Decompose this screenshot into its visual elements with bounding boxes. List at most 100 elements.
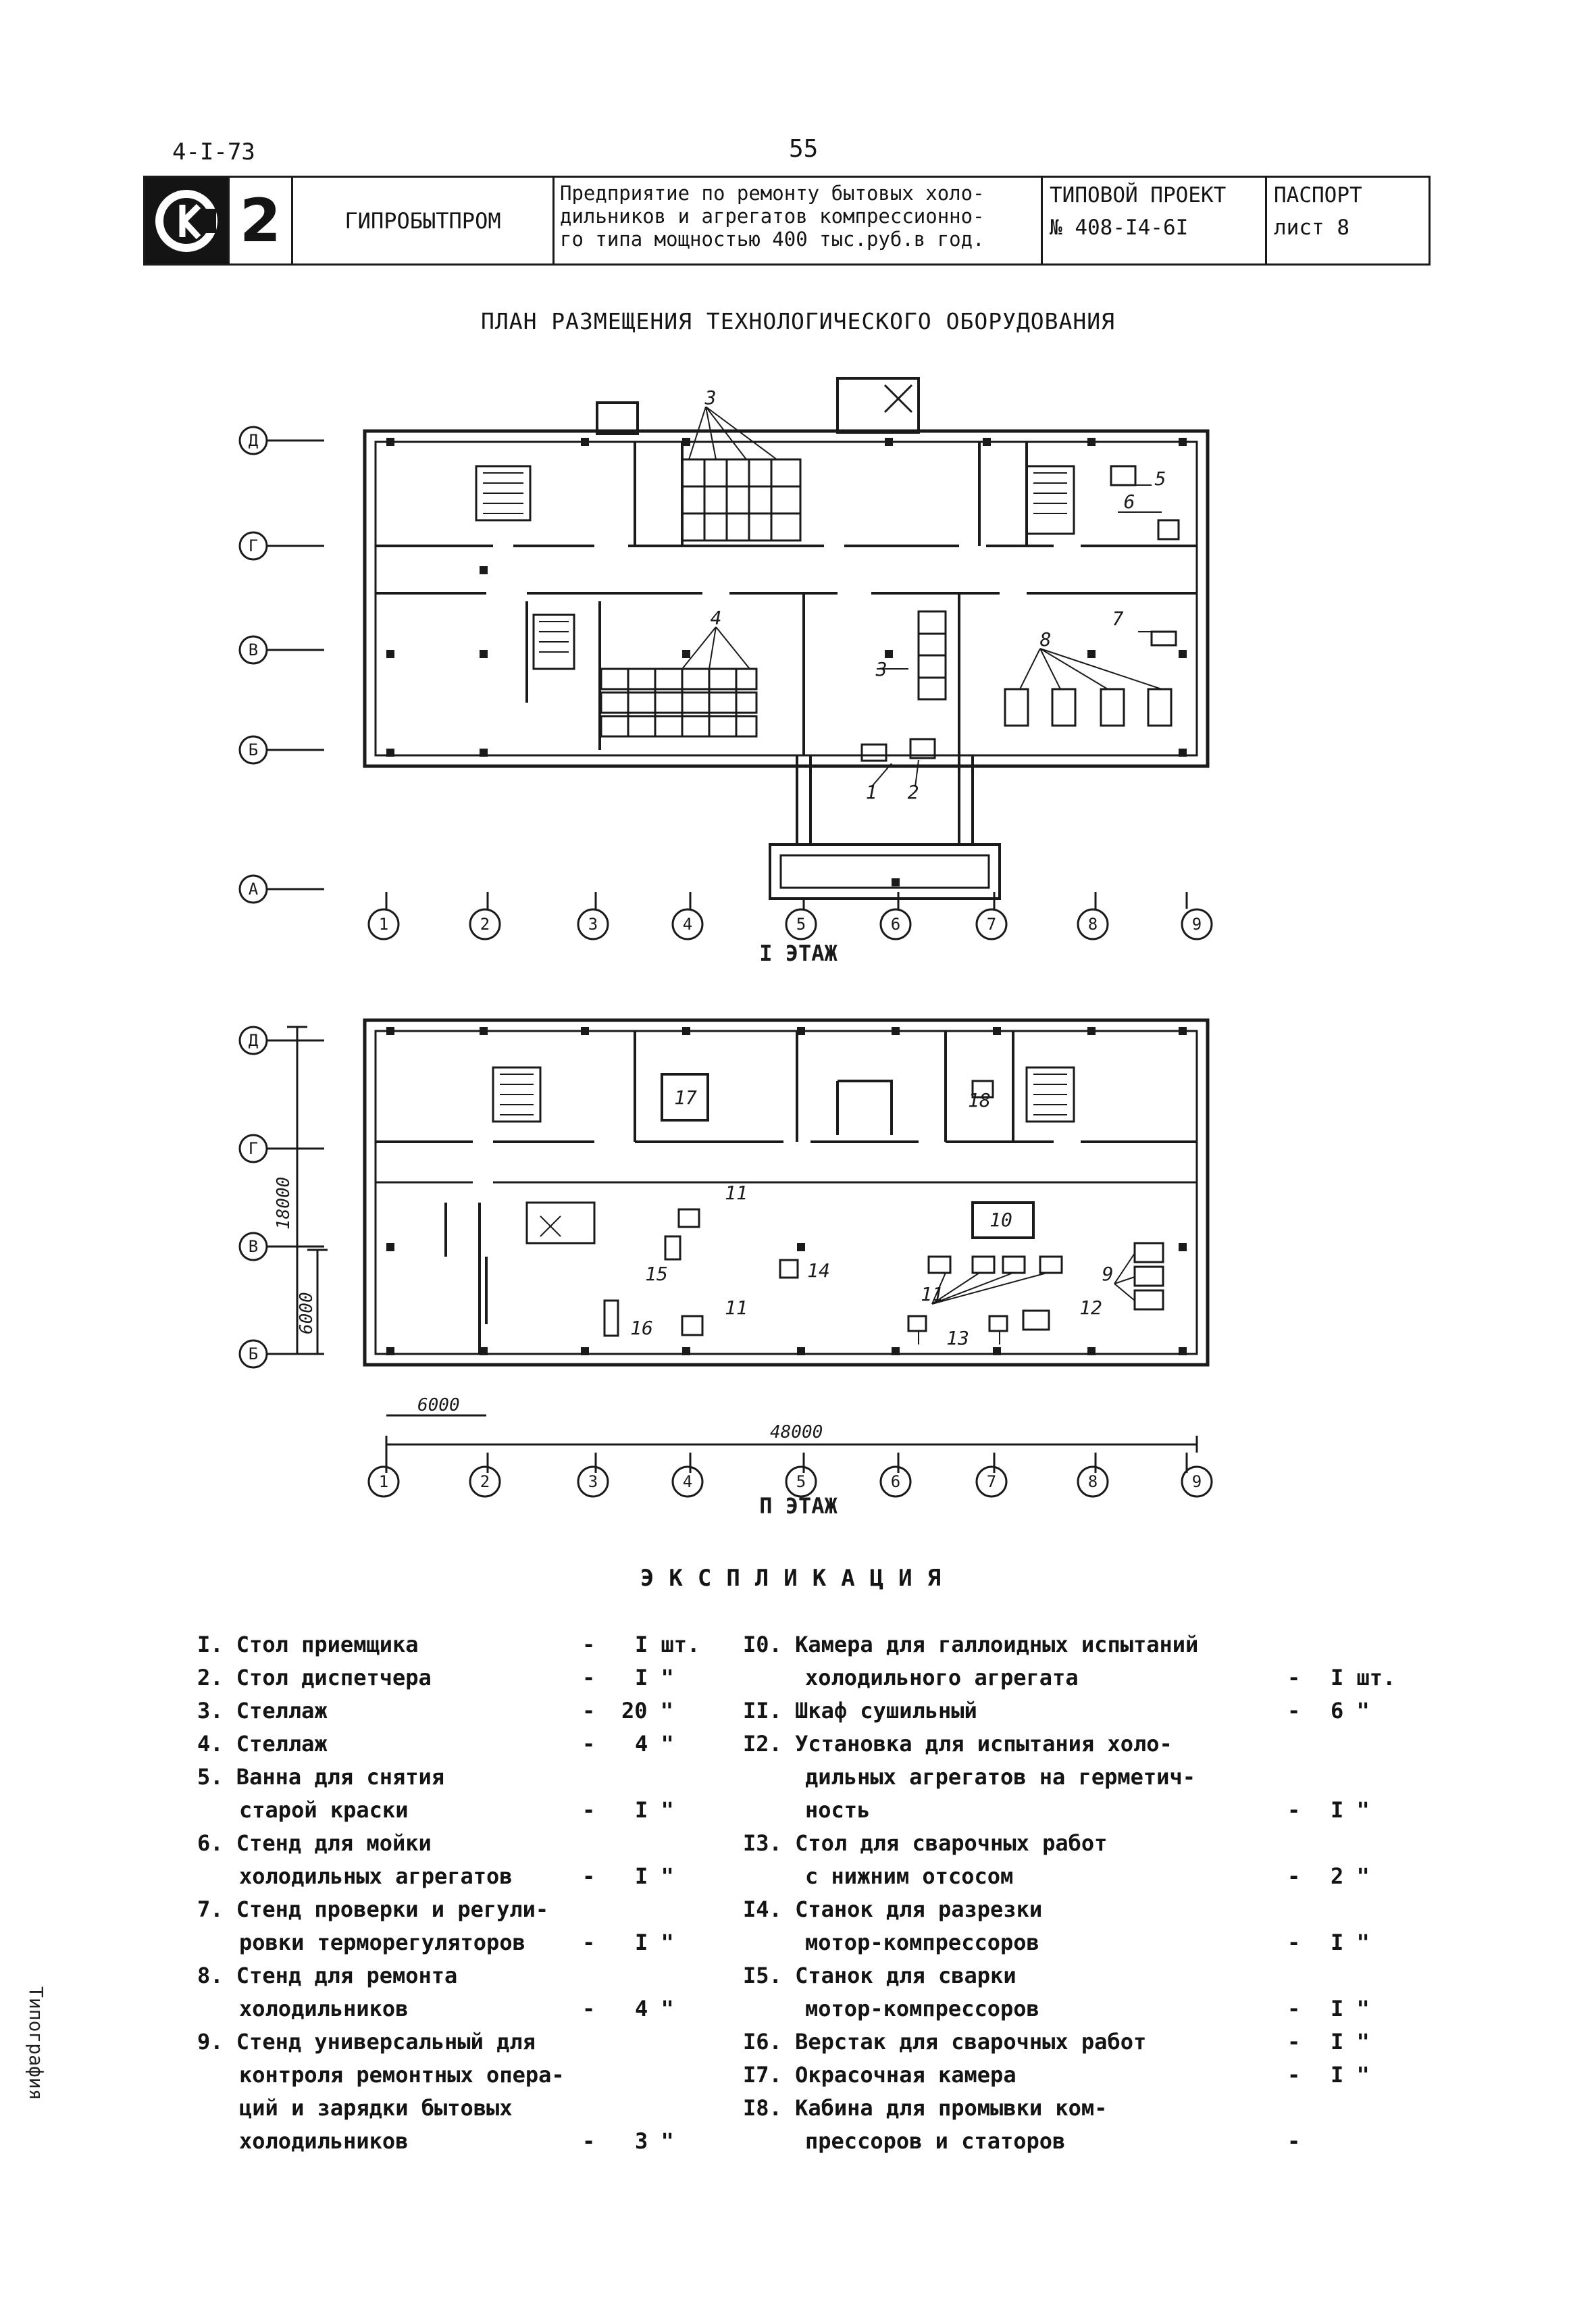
equipment-number: 13 xyxy=(946,1327,969,1349)
equipment-number: 9 xyxy=(1102,1263,1114,1285)
explication-item: II. Шкаф сушильный xyxy=(743,1698,977,1724)
equipment-number: 14 xyxy=(807,1259,830,1282)
explication-qty: I " xyxy=(1331,2062,1370,2088)
equipment-number: 17 xyxy=(674,1086,697,1109)
sheet-number: 2 xyxy=(230,178,293,263)
explication-qty: I " xyxy=(1331,2029,1370,2055)
axis-row-label: Д xyxy=(249,431,259,450)
explication-dash: - xyxy=(582,1863,596,1889)
explication-item: контроля ремонтных опера- xyxy=(239,2062,565,2088)
explication-dash: - xyxy=(582,1731,596,1757)
explication-dash: - xyxy=(1287,1996,1301,2021)
explication-item: 5. Ванна для снятия xyxy=(197,1764,445,1790)
plan-title: ПЛАН РАЗМЕЩЕНИЯ ТЕХНОЛОГИЧЕСКОГО ОБОРУДО… xyxy=(480,308,1116,334)
floor1-label: I ЭТАЖ xyxy=(759,940,838,966)
explication-item: 2. Стол диспетчера xyxy=(197,1665,432,1690)
explication-item: с нижним отсосом xyxy=(805,1863,1014,1889)
passport-label: ПАСПОРТ xyxy=(1274,183,1362,207)
axis-col-label: 4 xyxy=(683,1472,692,1491)
explication-qty: 3 " xyxy=(635,2128,674,2154)
axis-col-label: 4 xyxy=(683,915,692,934)
axis-row-label: А xyxy=(249,880,259,899)
equipment-number: 16 xyxy=(630,1317,653,1339)
explication-item: I5. Станок для сварки xyxy=(743,1963,1016,1988)
project-cell: ТИПОВОЙ ПРОЕКТ № 408-I4-6I xyxy=(1043,178,1267,263)
axis-row-label: Д xyxy=(249,1031,259,1050)
explication-qty: 20 " xyxy=(621,1698,674,1724)
explication-item: I8. Кабина для промывки ком- xyxy=(743,2095,1108,2121)
explication-item: 9. Стенд универсальный для xyxy=(197,2029,536,2055)
explication-item: I0. Камера для галлоидных испытаний xyxy=(743,1632,1199,1657)
explication-qty: I " xyxy=(635,1797,674,1823)
equipment-number: 5 xyxy=(1155,468,1166,490)
explication-item: ций и зарядки бытовых xyxy=(239,2095,513,2121)
axis-col-label: 3 xyxy=(588,915,598,934)
axis-row-label: Г xyxy=(249,1139,258,1158)
axis-col-label: 9 xyxy=(1192,915,1202,934)
axis-row-label: Б xyxy=(249,740,258,759)
axis-col-label: 2 xyxy=(480,1472,490,1491)
explication-dash: - xyxy=(1287,2062,1301,2088)
axis-col-label: 8 xyxy=(1088,915,1098,934)
description-line: Предприятие по ремонту бытовых холо- xyxy=(560,182,985,205)
equipment-number: 15 xyxy=(645,1263,668,1285)
explication-dash: - xyxy=(1287,2128,1301,2154)
description-line: дильников и агрегатов компрессионно- xyxy=(560,205,985,228)
explication-qty: I " xyxy=(1331,1797,1370,1823)
sk-logo-icon xyxy=(155,189,217,252)
equipment-number: 3 xyxy=(875,658,887,680)
explication-item: I3. Стол для сварочных работ xyxy=(743,1830,1108,1856)
equipment-number: 12 xyxy=(1079,1297,1102,1319)
axis-col-label: 9 xyxy=(1192,1472,1202,1491)
organization-name: ГИПРОБЫТПРОМ xyxy=(293,178,555,263)
explication-item: 7. Стенд проверки и регули- xyxy=(197,1896,549,1922)
explication-qty: I " xyxy=(635,1930,674,1955)
explication-item: 6. Стенд для мойки xyxy=(197,1830,432,1856)
equipment-number: 6 xyxy=(1124,491,1135,513)
description-line: го типа мощностью 400 тыс.руб.в год. xyxy=(560,228,985,251)
equipment-number: 4 xyxy=(711,607,722,629)
explication-qty: 4 " xyxy=(635,1731,674,1757)
explication-item: холодильников xyxy=(239,1996,409,2021)
project-label: ТИПОВОЙ ПРОЕКТ xyxy=(1050,183,1227,207)
explication-title: ЭКСПЛИКАЦИЯ xyxy=(640,1565,956,1592)
explication-qty: I " xyxy=(635,1863,674,1889)
explication-left-column: I. Стол приемщика 2. Стол диспетчера 3. … xyxy=(0,1628,797,2169)
axis-col-label: 5 xyxy=(796,915,806,934)
equipment-number: 10 xyxy=(989,1209,1012,1231)
project-number: № 408-I4-6I xyxy=(1050,216,1189,240)
floor2-label: П ЭТАЖ xyxy=(759,1493,838,1519)
explication-dash: - xyxy=(582,1632,596,1657)
explication-dash: - xyxy=(1287,1665,1301,1690)
explication-item: старой краски xyxy=(239,1797,409,1823)
explication-item: холодильников xyxy=(239,2128,409,2154)
equipment-number: 7 xyxy=(1112,607,1124,630)
axis-col-label: 7 xyxy=(987,915,996,934)
explication-item: I2. Установка для испытания холо- xyxy=(743,1731,1173,1757)
explication-item: I. Стол приемщика xyxy=(197,1632,419,1657)
logo xyxy=(145,178,230,263)
explication-dash: - xyxy=(1287,1863,1301,1889)
equipment-number: 11 xyxy=(725,1297,748,1319)
project-description: Предприятие по ремонту бытовых холо- дил… xyxy=(555,178,1043,263)
axis-col-label: 8 xyxy=(1088,1472,1098,1491)
explication-qty: I " xyxy=(635,1665,674,1690)
dimension-height-total: 18000 xyxy=(274,1177,294,1230)
explication-dash: - xyxy=(582,1930,596,1955)
explication-item: 3. Стеллаж xyxy=(197,1698,328,1724)
equipment-number: 8 xyxy=(1040,628,1052,651)
explication-item: I6. Верстак для сварочных работ xyxy=(743,2029,1147,2055)
axis-col-label: 1 xyxy=(379,1472,388,1491)
explication-item: I4. Станок для разрезки xyxy=(743,1896,1043,1922)
explication-item: 8. Стенд для ремонта xyxy=(197,1963,458,1988)
equipment-number: 2 xyxy=(908,781,919,803)
explication-item: ность xyxy=(805,1797,871,1823)
explication-qty: I шт. xyxy=(1331,1665,1396,1690)
explication-item: дильных агрегатов на герметич- xyxy=(805,1764,1195,1790)
explication-item: холодильных агрегатов xyxy=(239,1863,513,1889)
floor-plans-drawing: Д Г В Б А Д Г В Б 1 2 3 4 5 6 7 8 9 1 2 … xyxy=(238,377,1213,1519)
explication-item: прессоров и статоров xyxy=(805,2128,1066,2154)
explication-qty: 2 " xyxy=(1331,1863,1370,1889)
equipment-number: 18 xyxy=(968,1089,991,1111)
axis-row-label: В xyxy=(249,1237,258,1256)
